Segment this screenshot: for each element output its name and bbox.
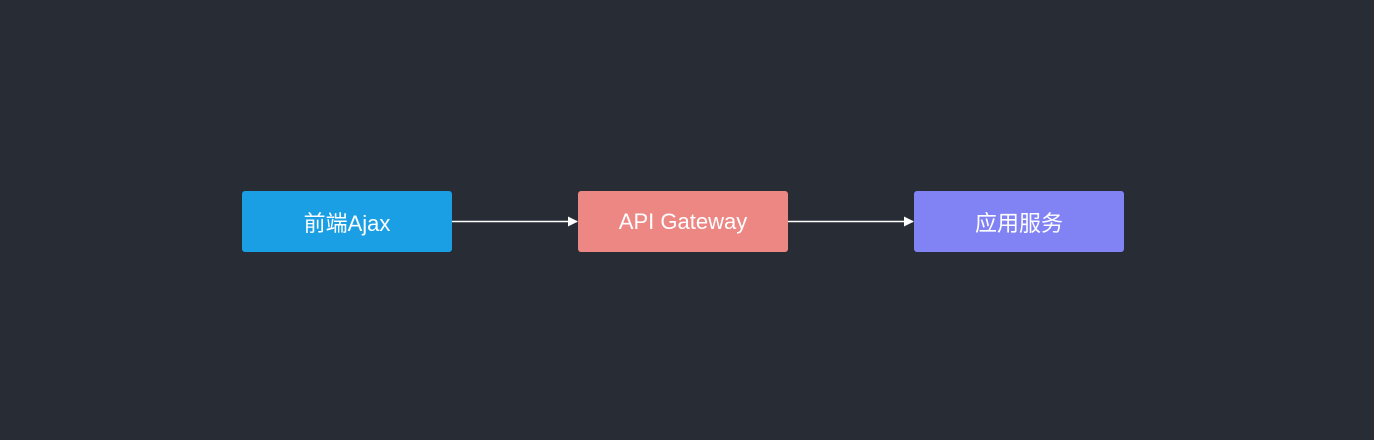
node-frontend-ajax-label: 前端Ajax	[303, 210, 391, 236]
node-application-service: 应用服务	[914, 191, 1124, 252]
node-api-gateway: API Gateway	[578, 191, 788, 252]
node-application-service-label: 应用服务	[974, 210, 1063, 236]
node-frontend-ajax: 前端Ajax	[242, 191, 452, 252]
node-api-gateway-label: API Gateway	[618, 208, 748, 234]
